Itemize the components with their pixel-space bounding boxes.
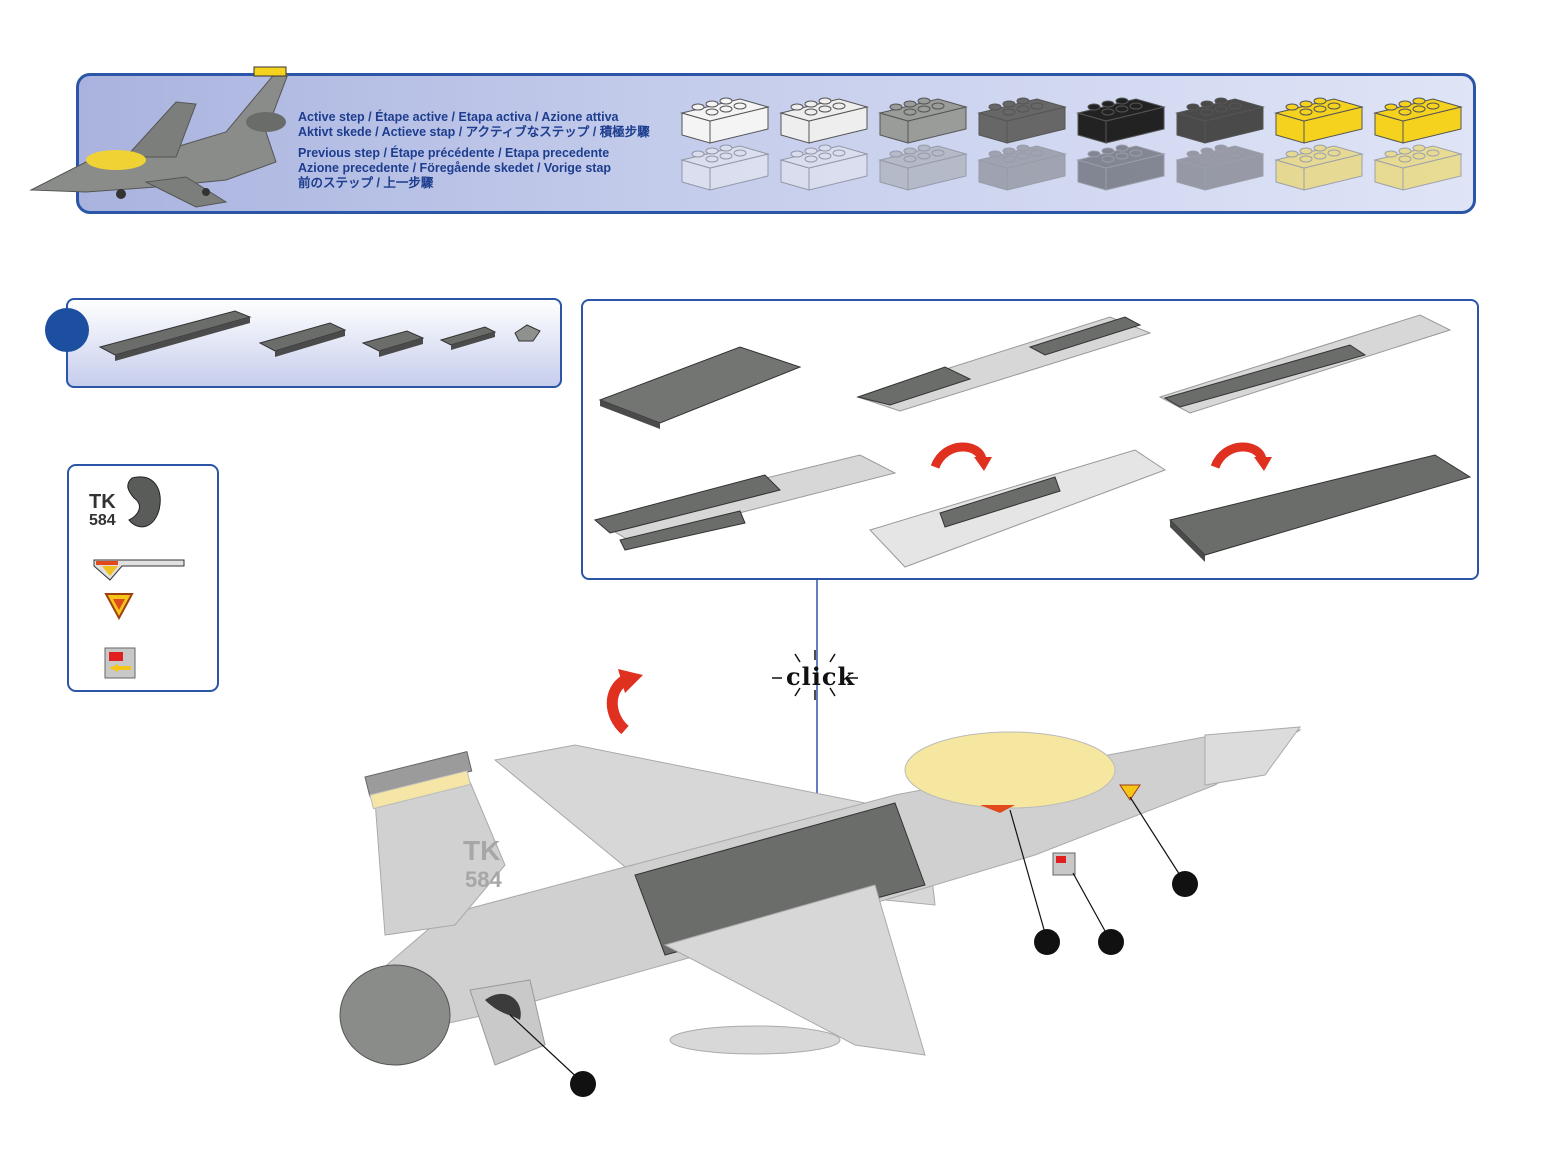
slope-piece bbox=[515, 325, 540, 341]
step-number-badge bbox=[45, 308, 89, 352]
substep-3 bbox=[1160, 315, 1450, 413]
previous-brick-swatch bbox=[1373, 142, 1463, 192]
sticker-warning-panel bbox=[104, 647, 136, 679]
substep-6 bbox=[1170, 455, 1470, 562]
sticker-eagle-tk584: TK 584 bbox=[84, 470, 169, 535]
click-label: click bbox=[786, 662, 855, 691]
aircraft-model: TK 584 bbox=[335, 715, 1310, 1115]
plate-2x6 bbox=[260, 323, 345, 357]
nose-cone bbox=[1205, 727, 1300, 785]
previous-step-line2: Azione precedente / Föregående skedet / … bbox=[298, 161, 678, 176]
missile bbox=[670, 1026, 840, 1054]
engine-intake bbox=[340, 965, 450, 1065]
plate-2x4 bbox=[363, 331, 423, 357]
sticker-stripe bbox=[92, 556, 187, 582]
previous-brick-swatch bbox=[1274, 142, 1364, 192]
sub-assembly-steps bbox=[590, 305, 1475, 575]
flip-arrow-icon bbox=[1215, 447, 1272, 471]
sticker-584-text: 584 bbox=[89, 512, 116, 529]
previous-brick-swatch bbox=[779, 142, 869, 192]
active-brick-swatch bbox=[1076, 95, 1166, 145]
sticker-callout-marker bbox=[570, 1071, 596, 1097]
active-brick-swatch bbox=[680, 95, 770, 145]
parts-list bbox=[95, 305, 555, 365]
active-brick-swatch bbox=[779, 95, 869, 145]
previous-step-line3: 前のステップ / 上一步驟 bbox=[298, 176, 678, 191]
substep-1 bbox=[600, 347, 800, 429]
sticker-callout-marker bbox=[1034, 929, 1060, 955]
plate-2x12 bbox=[100, 311, 250, 361]
tail-code-line1: TK bbox=[463, 835, 500, 866]
previous-brick-swatch bbox=[680, 142, 770, 192]
active-step-line2: Aktivt skede / Actieve stap / アクティブなステップ… bbox=[298, 125, 678, 140]
substep-2 bbox=[858, 317, 1150, 411]
previous-brick-swatch bbox=[1175, 142, 1265, 192]
previous-brick-swatch bbox=[1076, 142, 1166, 192]
sticker-shield bbox=[104, 592, 134, 620]
tail-code-line2: 584 bbox=[465, 867, 502, 892]
active-brick-swatch bbox=[977, 95, 1067, 145]
previous-step-line1: Previous step / Étape précédente / Etapa… bbox=[298, 146, 678, 161]
active-brick-swatch bbox=[1373, 95, 1463, 145]
flip-arrow-icon bbox=[935, 447, 992, 471]
canopy bbox=[905, 732, 1115, 808]
substep-5 bbox=[870, 450, 1165, 567]
legend-text: Active step / Étape active / Etapa activ… bbox=[298, 110, 678, 191]
active-brick-swatch bbox=[1175, 95, 1265, 145]
previous-brick-swatch bbox=[977, 142, 1067, 192]
sticker-callout-marker bbox=[1172, 871, 1198, 897]
plate-1x4 bbox=[441, 327, 495, 350]
active-brick-swatch bbox=[878, 95, 968, 145]
substep-4 bbox=[595, 455, 895, 550]
sticker-tk-text: TK bbox=[89, 491, 116, 513]
active-brick-swatch bbox=[1274, 95, 1364, 145]
jet-thumbnail bbox=[26, 62, 296, 212]
active-step-line1: Active step / Étape active / Etapa activ… bbox=[298, 110, 678, 125]
sticker-callout-marker bbox=[1098, 929, 1124, 955]
previous-brick-swatch bbox=[878, 142, 968, 192]
